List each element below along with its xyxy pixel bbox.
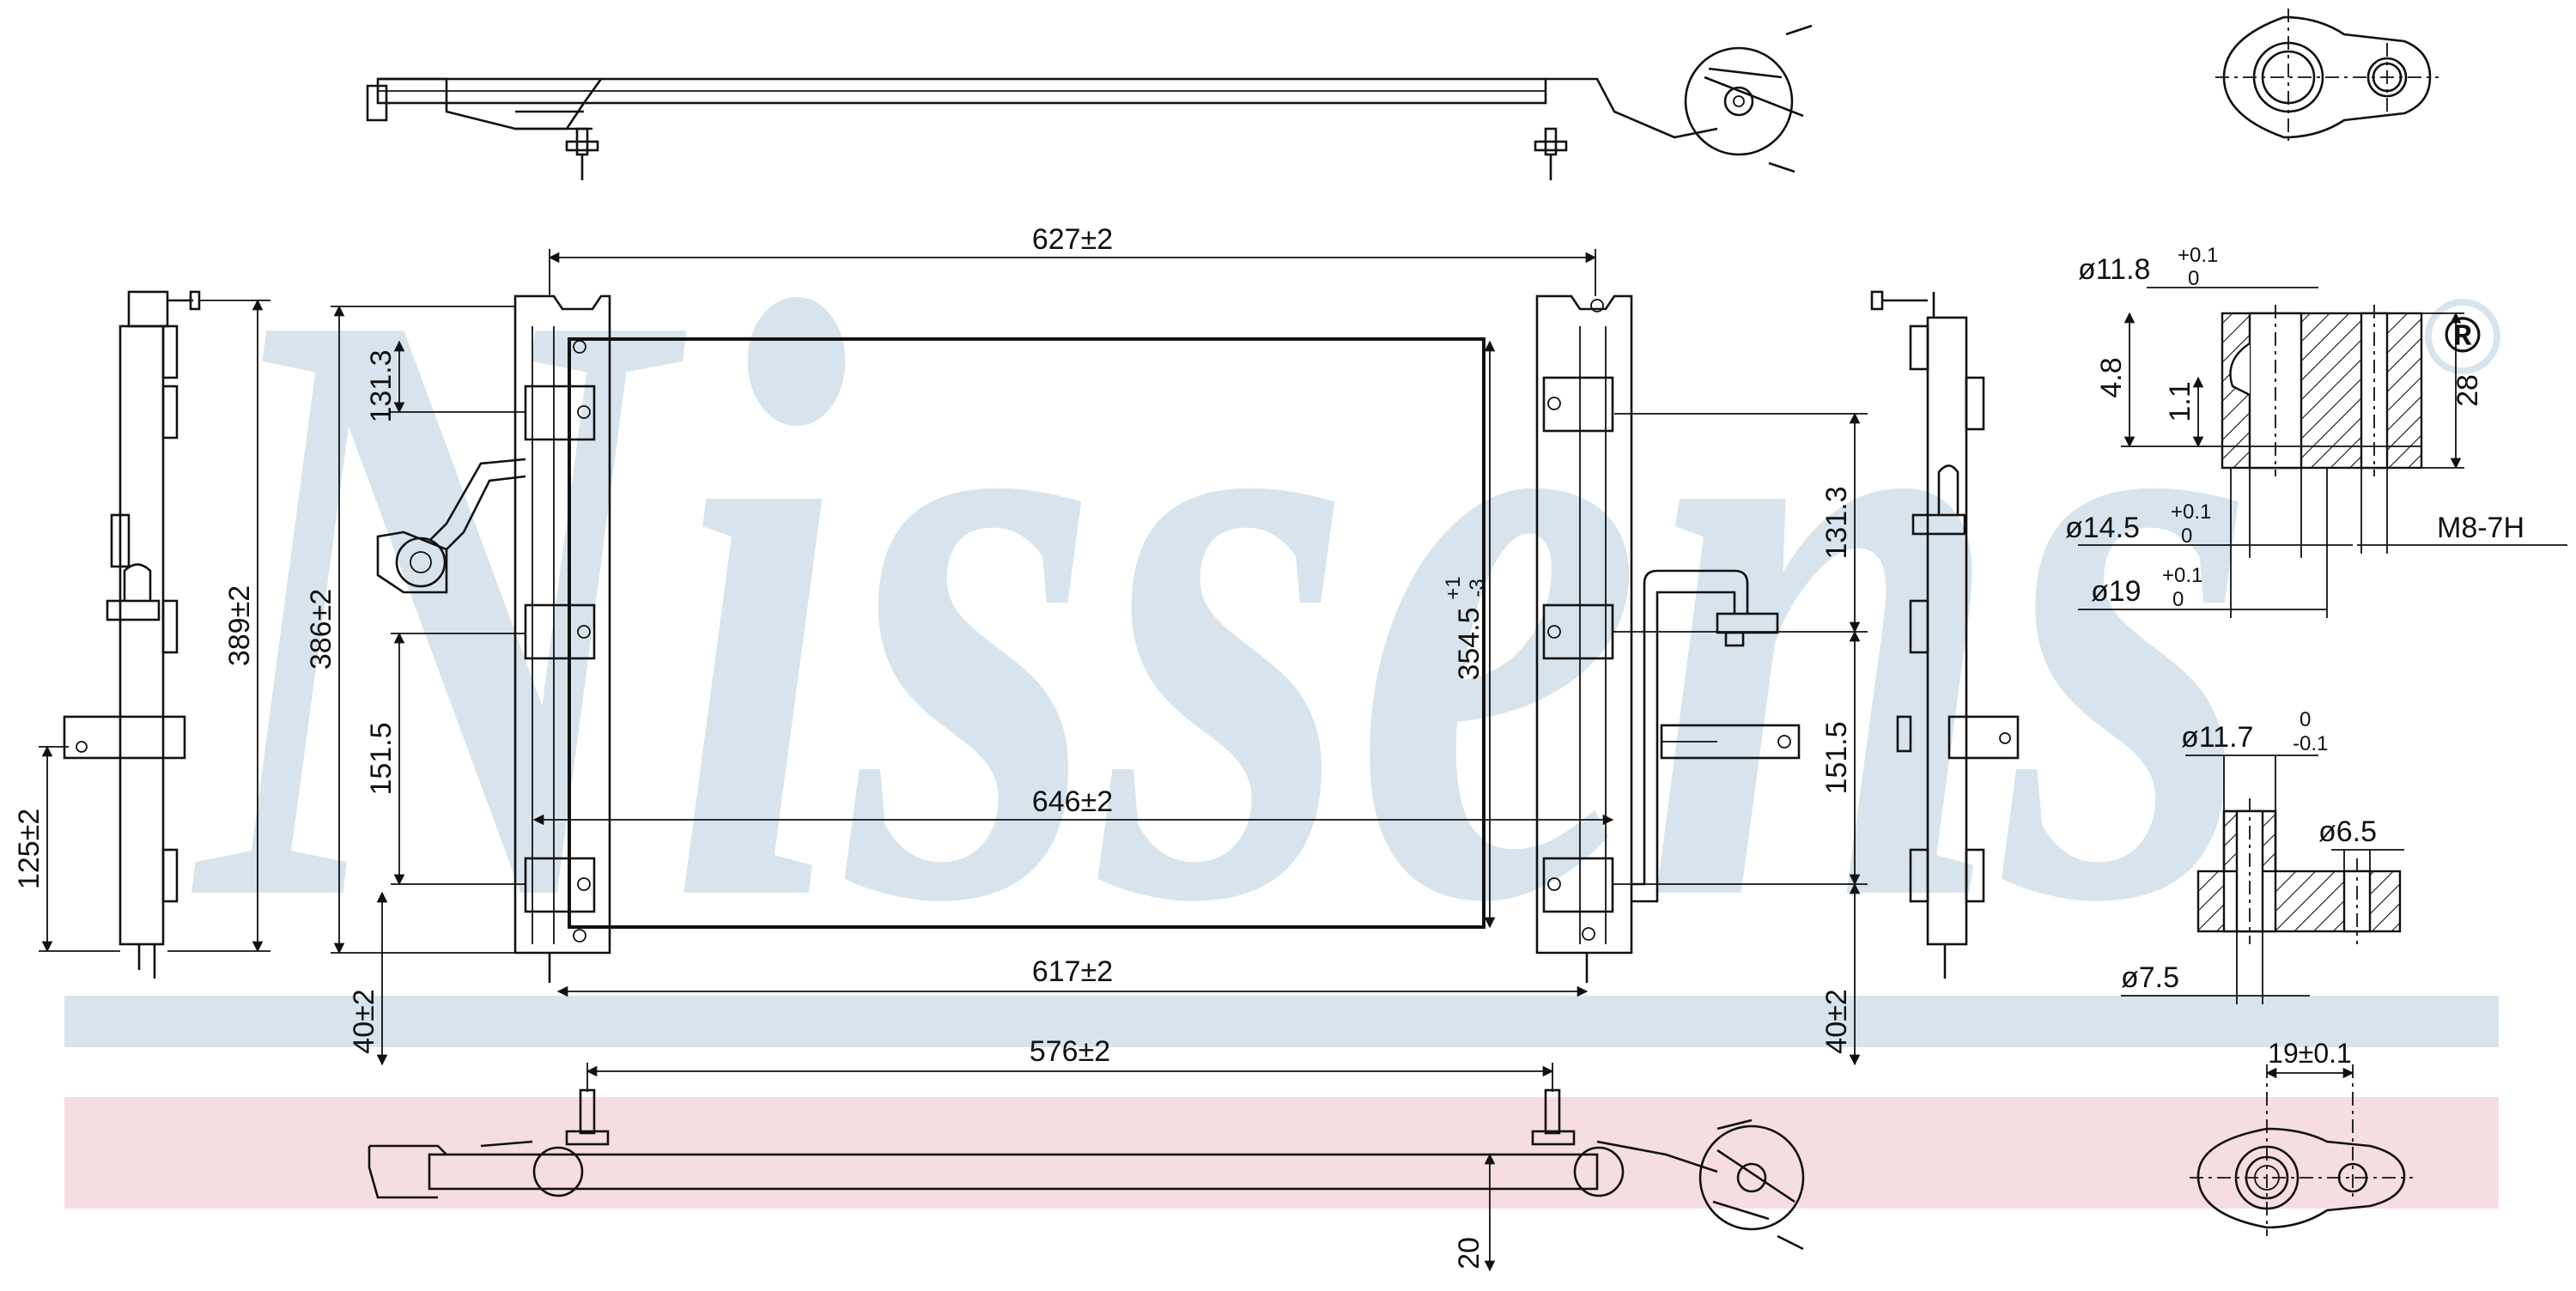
svg-text:0: 0 (2181, 524, 2192, 548)
bottom-view (368, 1088, 1805, 1251)
svg-text:ø11.7: ø11.7 (2181, 721, 2253, 754)
blue-band (64, 996, 2499, 1047)
dim-core-width: 617±2 (1032, 955, 1113, 988)
dim-d6: ø7.5 (2121, 961, 2179, 994)
registered-mark: ® (2445, 307, 2482, 363)
dim-d2: ø14.5 +0.1 0 (2065, 500, 2211, 548)
svg-text:ø11.8: ø11.8 (2078, 253, 2150, 286)
bottom-dimensions: 576±2 20 (586, 1035, 1554, 1272)
dim-d3: ø19 +0.1 0 (2091, 564, 2202, 611)
dim-spacing: 19±0.1 (2268, 1038, 2352, 1069)
dim-left-offset: 40±2 (348, 989, 380, 1053)
svg-text:0: 0 (2300, 708, 2311, 731)
svg-text:+0.1: +0.1 (2162, 564, 2202, 587)
front-view (376, 294, 1801, 983)
spacing-dimension: 19±0.1 (2265, 1038, 2354, 1079)
front-dimensions: 627±2 646±2 617±2 131.3 151.5 386±2 40±2… (305, 223, 1868, 1066)
dim-bottom-mount-width: 576±2 (1030, 1035, 1110, 1068)
dim-top-width: 627±2 (1032, 223, 1113, 256)
dim-right-lower: 151.5 (1820, 721, 1853, 794)
flange-dimensions: ø11.8 +0.1 0 4.8 1.1 28 ø14.5 +0.1 0 M8-… (2065, 244, 2567, 618)
svg-text:-0.1: -0.1 (2293, 732, 2328, 755)
svg-text:0: 0 (2172, 588, 2184, 611)
registered-mark-ring (2425, 299, 2500, 374)
dim-left-lower: 151.5 (365, 722, 398, 795)
svg-text:ø19: ø19 (2091, 575, 2142, 608)
svg-text:+0.1: +0.1 (2178, 244, 2218, 267)
condenser-core (568, 337, 1485, 929)
dim-h1: 4.8 (2095, 357, 2128, 397)
dim-side-height: 389±2 (223, 585, 256, 666)
dim-h2: 1.1 (2164, 381, 2196, 421)
left-side-view (63, 290, 201, 979)
svg-text:0: 0 (2188, 267, 2199, 290)
left-side-dimensions: 389±2 125±2 (13, 299, 270, 953)
flange-section (2221, 305, 2423, 476)
pin-dimensions: ø11.7 0 -0.1 ø6.5 ø7.5 (2121, 708, 2404, 1004)
dim-thread: M8-7H (2437, 512, 2524, 544)
pin-fitting (2196, 798, 2402, 944)
svg-text:-3: -3 (1466, 579, 1489, 597)
dim-left-height: 386±2 (305, 589, 337, 670)
dim-left-upper: 131.3 (365, 349, 398, 422)
watermark-text: Nissens (187, 129, 2258, 1079)
dim-right-upper: 131.3 (1820, 486, 1853, 559)
right-side-view (1870, 290, 2020, 979)
svg-text:ø14.5: ø14.5 (2065, 512, 2140, 544)
flange-top-view (2215, 9, 2439, 146)
dim-height: 28 (2451, 374, 2484, 407)
dim-bottom-depth: 20 (1453, 1237, 1485, 1270)
dim-mid-width: 646±2 (1032, 785, 1113, 818)
svg-text:+1: +1 (1442, 576, 1465, 599)
dim-d1: ø11.8 +0.1 0 (2078, 244, 2218, 290)
top-view (366, 24, 1813, 180)
svg-text:354.5: 354.5 (1453, 607, 1485, 680)
pink-band (64, 1097, 2499, 1209)
flange-bottom-view (2190, 1064, 2413, 1236)
dim-d4: ø11.7 0 -0.1 (2181, 708, 2328, 755)
dim-side-bracket: 125±2 (13, 809, 46, 889)
svg-text:+0.1: +0.1 (2171, 500, 2211, 524)
dim-d5: ø6.5 (2318, 815, 2377, 848)
dim-right-offset: 40±2 (1820, 989, 1853, 1053)
dim-core-height: 354.5 +1 -3 (1442, 576, 1489, 680)
